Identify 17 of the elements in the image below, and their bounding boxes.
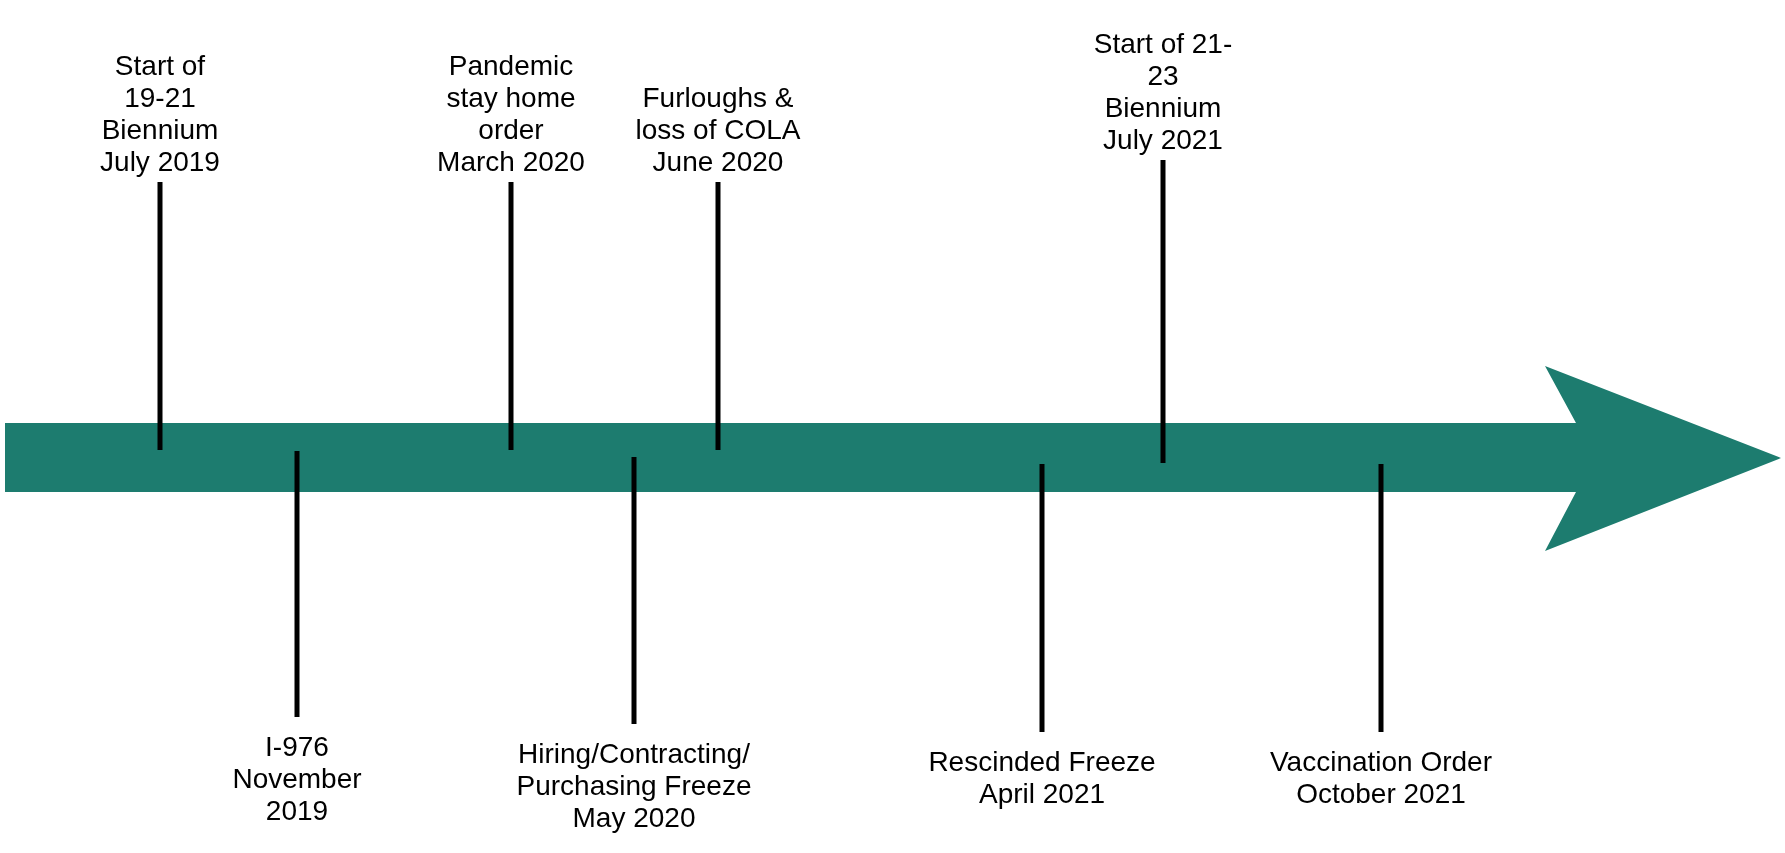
event-label: Pandemic stay home order March 2020 xyxy=(436,50,586,178)
tick-line xyxy=(1378,464,1384,732)
event-label: Start of 21- 23 Biennium July 2021 xyxy=(1089,28,1237,156)
event-label: Rescinded Freeze April 2021 xyxy=(907,746,1177,810)
tick-line xyxy=(508,182,514,450)
event-label: Start of 19-21 Biennium July 2019 xyxy=(99,50,221,178)
tick-line xyxy=(1039,464,1045,732)
tick-line xyxy=(715,182,721,450)
tick-line xyxy=(157,182,163,450)
tick-line xyxy=(631,457,637,724)
event-label: Vaccination Order October 2021 xyxy=(1241,746,1521,810)
event-label: I-976 November 2019 xyxy=(222,731,372,827)
tick-line xyxy=(1160,160,1166,463)
timeline-arrow xyxy=(5,366,1781,551)
event-label: Furloughs & loss of COLA June 2020 xyxy=(623,82,813,178)
tick-line xyxy=(294,451,300,717)
event-label: Hiring/Contracting/ Purchasing Freeze May 2020 xyxy=(499,738,769,834)
